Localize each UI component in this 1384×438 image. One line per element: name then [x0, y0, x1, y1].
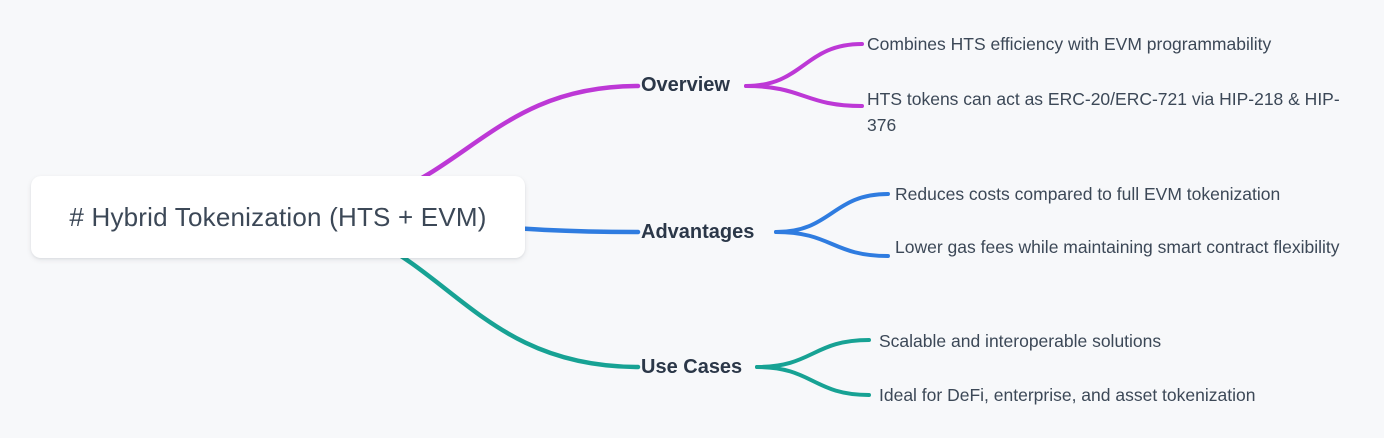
- link-overview-child2: [744, 84, 864, 108]
- link-overview-child1: [744, 42, 864, 88]
- root-node[interactable]: # Hybrid Tokenization (HTS + EVM): [31, 176, 525, 258]
- leaf-node-overview-2[interactable]: HTS tokens can act as ERC-20/ERC-721 via…: [867, 89, 1340, 135]
- link-usecases-child1: [755, 338, 871, 369]
- link-advantages-child2: [774, 230, 890, 258]
- leaf-node-overview-1[interactable]: Combines HTS efficiency with EVM program…: [867, 34, 1272, 54]
- link-advantages-child1: [774, 192, 890, 234]
- leaf-node-usecases-2[interactable]: Ideal for DeFi, enterprise, and asset to…: [879, 385, 1256, 405]
- branch-node-overview[interactable]: Overview: [641, 74, 730, 96]
- leaf-node-advantages-1[interactable]: Reduces costs compared to full EVM token…: [895, 184, 1281, 204]
- leaf-node-usecases-1[interactable]: Scalable and interoperable solutions: [879, 331, 1162, 351]
- branch-node-advantages[interactable]: Advantages: [641, 221, 755, 243]
- branch-node-usecases[interactable]: Use Cases: [641, 356, 743, 378]
- root-node-label: # Hybrid Tokenization (HTS + EVM): [69, 201, 487, 232]
- link-usecases-child2: [755, 365, 871, 397]
- leaf-node-advantages-2[interactable]: Lower gas fees while maintaining smart c…: [895, 237, 1340, 257]
